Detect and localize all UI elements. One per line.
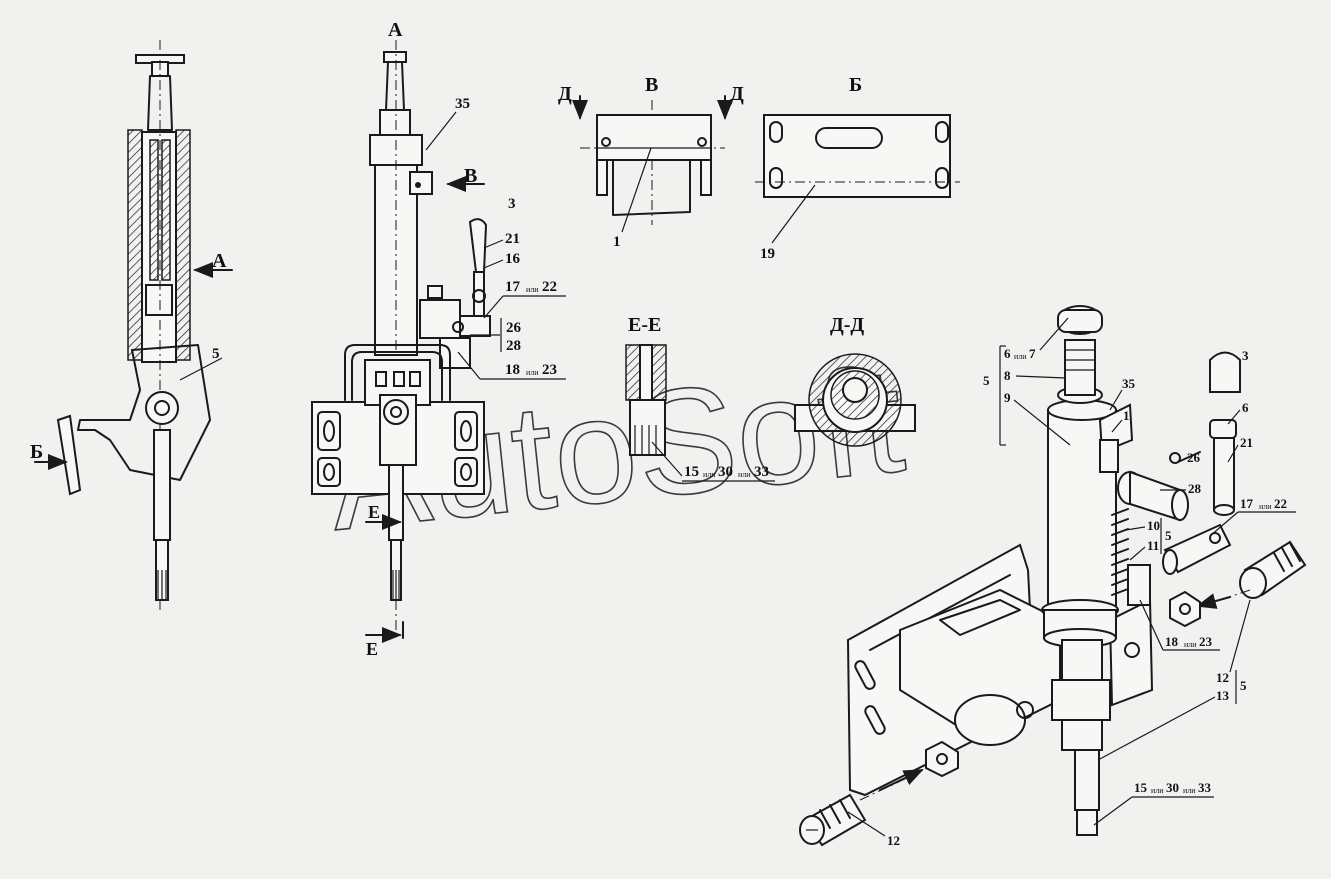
view-front-column xyxy=(311,40,491,640)
svg-text:или: или xyxy=(526,368,539,377)
svg-text:7: 7 xyxy=(1029,346,1036,361)
svg-text:22: 22 xyxy=(542,279,557,295)
section-mark-d-right: Д xyxy=(730,83,744,105)
callout-18-or-23-exploded: 18 или 23 xyxy=(1139,599,1220,651)
section-mark-d-left: Д xyxy=(558,83,572,105)
callout-28-front: 28 xyxy=(506,338,521,354)
svg-text:или: или xyxy=(526,285,539,294)
view-label-a-left: А xyxy=(212,250,227,272)
callout-18-or-23-front: 18 или 23 xyxy=(457,351,566,380)
callout-21-exploded: 21 xyxy=(1240,435,1253,450)
svg-text:или: или xyxy=(1183,786,1196,795)
callout-35-front: 35 xyxy=(455,96,470,112)
view-v: В 1 Д Д xyxy=(558,74,744,250)
callout-1-view-v: 1 xyxy=(613,234,621,250)
svg-text:30: 30 xyxy=(718,464,733,480)
callout-13: 13 xyxy=(1216,688,1230,703)
callout-28-exploded: 28 xyxy=(1188,481,1202,496)
svg-text:23: 23 xyxy=(1199,634,1213,649)
svg-text:Б: Б xyxy=(849,74,862,96)
view-label-e-bottom: Е xyxy=(366,639,378,659)
callout-3-front: 3 xyxy=(508,196,516,212)
svg-text:18: 18 xyxy=(1165,634,1179,649)
svg-text:или: или xyxy=(1184,640,1197,649)
callout-5-spring: 5 xyxy=(1165,528,1172,543)
callout-17-or-22-front: 17 или 22 xyxy=(483,279,566,319)
svg-text:6: 6 xyxy=(1004,346,1011,361)
view-label-v-arrow: В xyxy=(464,165,477,187)
svg-text:Е-Е: Е-Е xyxy=(628,314,661,336)
svg-text:В: В xyxy=(645,74,658,96)
section-d-d: Д-Д xyxy=(794,314,916,447)
callout-8: 8 xyxy=(1004,368,1011,383)
callout-21-front: 21 xyxy=(505,231,520,247)
svg-text:или: или xyxy=(1014,352,1027,361)
svg-text:15: 15 xyxy=(1134,780,1148,795)
callout-15-or-30-or-33-section: 15 или 30 или 33 xyxy=(682,464,775,482)
svg-text:или: или xyxy=(1259,502,1272,511)
callout-12-right: 12 xyxy=(1216,670,1229,685)
svg-text:или: или xyxy=(703,470,716,479)
callout-35-exploded: 35 xyxy=(1122,376,1136,391)
svg-text:18: 18 xyxy=(505,362,520,378)
svg-text:30: 30 xyxy=(1166,780,1179,795)
callout-5-left: 5 xyxy=(212,346,220,362)
svg-text:или: или xyxy=(1151,786,1164,795)
callout-5-bolt: 5 xyxy=(1240,678,1247,693)
svg-text:17: 17 xyxy=(505,279,521,295)
callout-1-exploded: 1 xyxy=(1123,408,1130,423)
view-exploded xyxy=(799,305,1307,847)
view-b-plate: Б 19 xyxy=(755,74,960,262)
svg-text:23: 23 xyxy=(542,362,557,378)
svg-text:15: 15 xyxy=(684,464,699,480)
svg-text:33: 33 xyxy=(1198,780,1212,795)
svg-text:22: 22 xyxy=(1274,496,1287,511)
callout-6-exploded: 6 xyxy=(1242,400,1249,415)
callout-11: 11 xyxy=(1147,538,1159,553)
svg-text:или: или xyxy=(738,470,751,479)
callout-26-front: 26 xyxy=(506,320,522,336)
callout-17-or-22-exploded: 17 или 22 xyxy=(1209,496,1296,537)
callout-19: 19 xyxy=(760,246,775,262)
callout-9: 9 xyxy=(1004,390,1011,405)
callout-26-exploded: 26 xyxy=(1187,450,1201,465)
svg-text:Д-Д: Д-Д xyxy=(830,314,864,336)
callout-5-group: 5 xyxy=(983,373,990,388)
callout-15-or-30-or-33-exploded: 15 или 30 или 33 xyxy=(1093,780,1214,826)
callout-10: 10 xyxy=(1147,518,1160,533)
svg-text:33: 33 xyxy=(754,464,769,480)
section-e-e: Е-Е 15 или 30 или 33 xyxy=(625,314,775,482)
callout-6-or-7: 6 или 7 xyxy=(999,317,1069,446)
callout-12-bottom: 12 xyxy=(887,833,900,848)
view-label-e-top: Е xyxy=(368,502,380,522)
callout-16-front: 16 xyxy=(505,251,521,267)
view-label-a-top: А xyxy=(388,19,403,41)
view-label-b-left: Б xyxy=(30,441,43,463)
callout-3-exploded: 3 xyxy=(1242,348,1249,363)
view-section-column xyxy=(56,40,211,610)
svg-text:17: 17 xyxy=(1240,496,1254,511)
